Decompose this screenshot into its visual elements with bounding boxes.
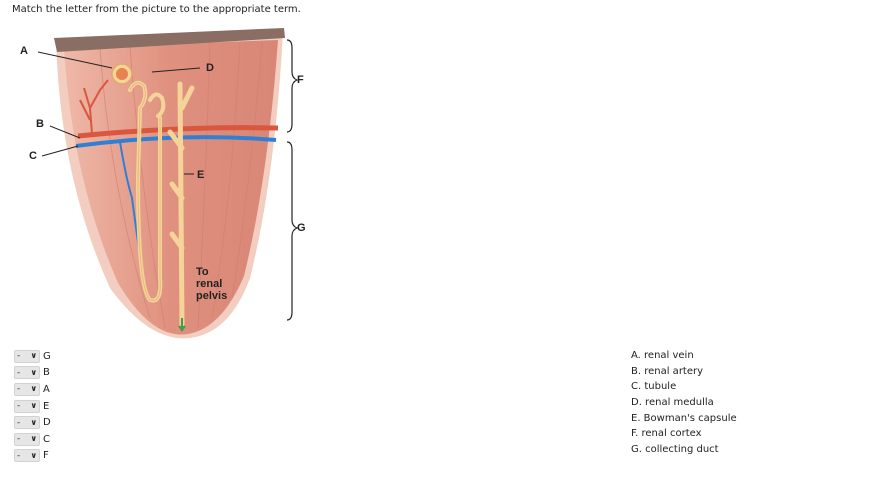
term-list: A. renal vein B. renal artery C. tubule …	[631, 348, 737, 458]
instruction-text: Match the letter from the picture to the…	[12, 4, 301, 15]
term-item: G. collecting duct	[631, 444, 719, 456]
match-dropdown-a[interactable]: -∨	[14, 382, 40, 396]
match-letter: D	[43, 417, 51, 429]
term-item: A. renal vein	[631, 350, 694, 361]
chevron-down-icon: ∨	[30, 351, 38, 361]
figure-label-c: C	[29, 150, 37, 162]
chevron-down-icon: ∨	[30, 384, 38, 394]
flow-arrowhead	[178, 326, 186, 332]
figure-label-pelvis-1: To	[196, 266, 209, 278]
term-item: D. renal medulla	[631, 397, 714, 409]
dropdown-value: -	[17, 450, 21, 461]
leader-lines	[37, 51, 201, 175]
artery-branches	[79, 79, 109, 135]
figure-label-d: D	[206, 62, 214, 74]
figure-label-f: F	[297, 74, 304, 86]
match-dropdown-d[interactable]: -∨	[14, 416, 40, 430]
figure-label-g: G	[297, 222, 306, 234]
dropdown-value: -	[17, 367, 21, 378]
chevron-down-icon: ∨	[30, 401, 38, 411]
chevron-down-icon: ∨	[30, 367, 38, 377]
figure-label-a: A	[20, 45, 28, 57]
chevron-down-icon: ∨	[30, 434, 38, 444]
match-selects: -∨ G -∨ B -∨ A -∨ E -∨ D -∨ C -∨ F	[14, 348, 51, 464]
chevron-down-icon: ∨	[30, 450, 38, 460]
match-dropdown-g[interactable]: -∨	[14, 349, 40, 363]
match-letter: C	[43, 433, 50, 445]
dropdown-value: -	[17, 384, 21, 395]
tissue-striations	[99, 41, 263, 329]
kidney-diagram: A B C D E F G To renal pelvis	[0, 28, 330, 344]
medulla-bracket	[286, 141, 299, 321]
dropdown-value: -	[17, 434, 21, 445]
figure-label-pelvis-3: pelvis	[196, 290, 227, 302]
dropdown-value: -	[17, 417, 21, 428]
match-row-d: -∨ D	[14, 414, 51, 431]
match-letter: G	[43, 350, 51, 362]
collecting-duct	[167, 81, 195, 327]
match-dropdown-c[interactable]: -∨	[14, 432, 40, 446]
term-item: B. renal artery	[631, 365, 704, 377]
match-row-c: -∨ C	[14, 431, 51, 448]
figure-label-e: E	[197, 169, 204, 181]
figure-label-pelvis-2: renal	[196, 278, 222, 290]
cortex-bracket	[286, 39, 299, 133]
match-letter: E	[43, 400, 50, 412]
match-letter: F	[43, 450, 49, 462]
match-row-a: -∨ A	[14, 381, 51, 398]
match-dropdown-b[interactable]: -∨	[14, 366, 40, 380]
term-item: E. Bowman's capsule	[631, 412, 737, 424]
match-letter: A	[43, 383, 50, 395]
renal-tissue	[64, 40, 278, 335]
figure-label-b: B	[36, 118, 44, 130]
match-row-b: -∨ B	[14, 365, 51, 382]
nephron-tubule-outline	[129, 82, 161, 302]
match-dropdown-e[interactable]: -∨	[14, 399, 40, 413]
match-row-f: -∨ F	[14, 448, 51, 465]
match-row-g: -∨ G	[14, 348, 51, 365]
term-item: C. tubule	[631, 381, 677, 393]
match-row-e: -∨ E	[14, 398, 51, 415]
term-item: F. renal cortex	[631, 428, 702, 440]
renal-capsule-top	[54, 28, 285, 52]
match-dropdown-f[interactable]: -∨	[14, 449, 40, 463]
glomerulus	[116, 68, 128, 80]
dropdown-value: -	[17, 351, 21, 362]
dropdown-value: -	[17, 401, 21, 412]
chevron-down-icon: ∨	[30, 417, 38, 427]
match-letter: B	[43, 367, 50, 379]
